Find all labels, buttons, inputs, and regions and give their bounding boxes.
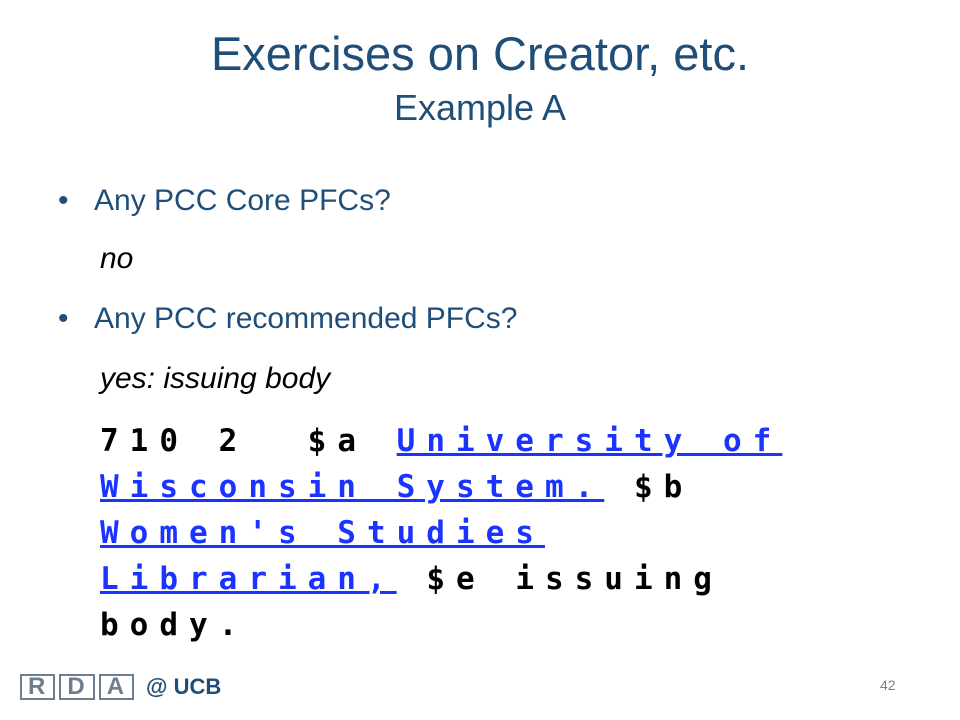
answer-1: no — [100, 242, 134, 275]
footer: R D A @ UCB — [20, 674, 221, 700]
slide-title-block: Exercises on Creator, etc. Example A — [0, 28, 960, 127]
slide-title: Exercises on Creator, etc. — [210, 27, 750, 80]
logo-letter-d: D — [59, 674, 95, 700]
bullet-question-1: • Any PCC Core PFCs? — [58, 184, 391, 218]
subfield-a-code: $a — [307, 423, 367, 459]
subfield-e-code: $e — [426, 561, 486, 597]
relator-term: issuing body. — [100, 561, 723, 643]
question-1-text: Any PCC Core PFCs? — [94, 184, 391, 217]
womens-studies-librarian-link[interactable]: Women's Studies Librarian, — [100, 515, 545, 597]
rda-logo: R D A — [20, 674, 135, 700]
question-2-text: Any PCC recommended PFCs? — [94, 302, 518, 335]
slide-subtitle: Example A — [393, 86, 567, 128]
subfield-b-code: $b — [633, 469, 694, 505]
page-number: 42 — [880, 677, 896, 693]
bullet-icon: • — [58, 184, 69, 217]
bullet-icon: • — [58, 302, 69, 335]
marc-field-710: 710 2 $a University of Wisconsin System.… — [100, 418, 860, 648]
university-of-wisconsin-link[interactable]: University of Wisconsin System. — [100, 423, 783, 505]
answer-2: yes: issuing body — [100, 362, 331, 395]
footer-location: @ UCB — [146, 674, 222, 699]
logo-letter-r: R — [20, 674, 56, 700]
bullet-question-2: • Any PCC recommended PFCs? — [58, 302, 518, 336]
marc-tag-indicators: 710 2 — [100, 423, 278, 459]
logo-letter-a: A — [98, 674, 135, 700]
